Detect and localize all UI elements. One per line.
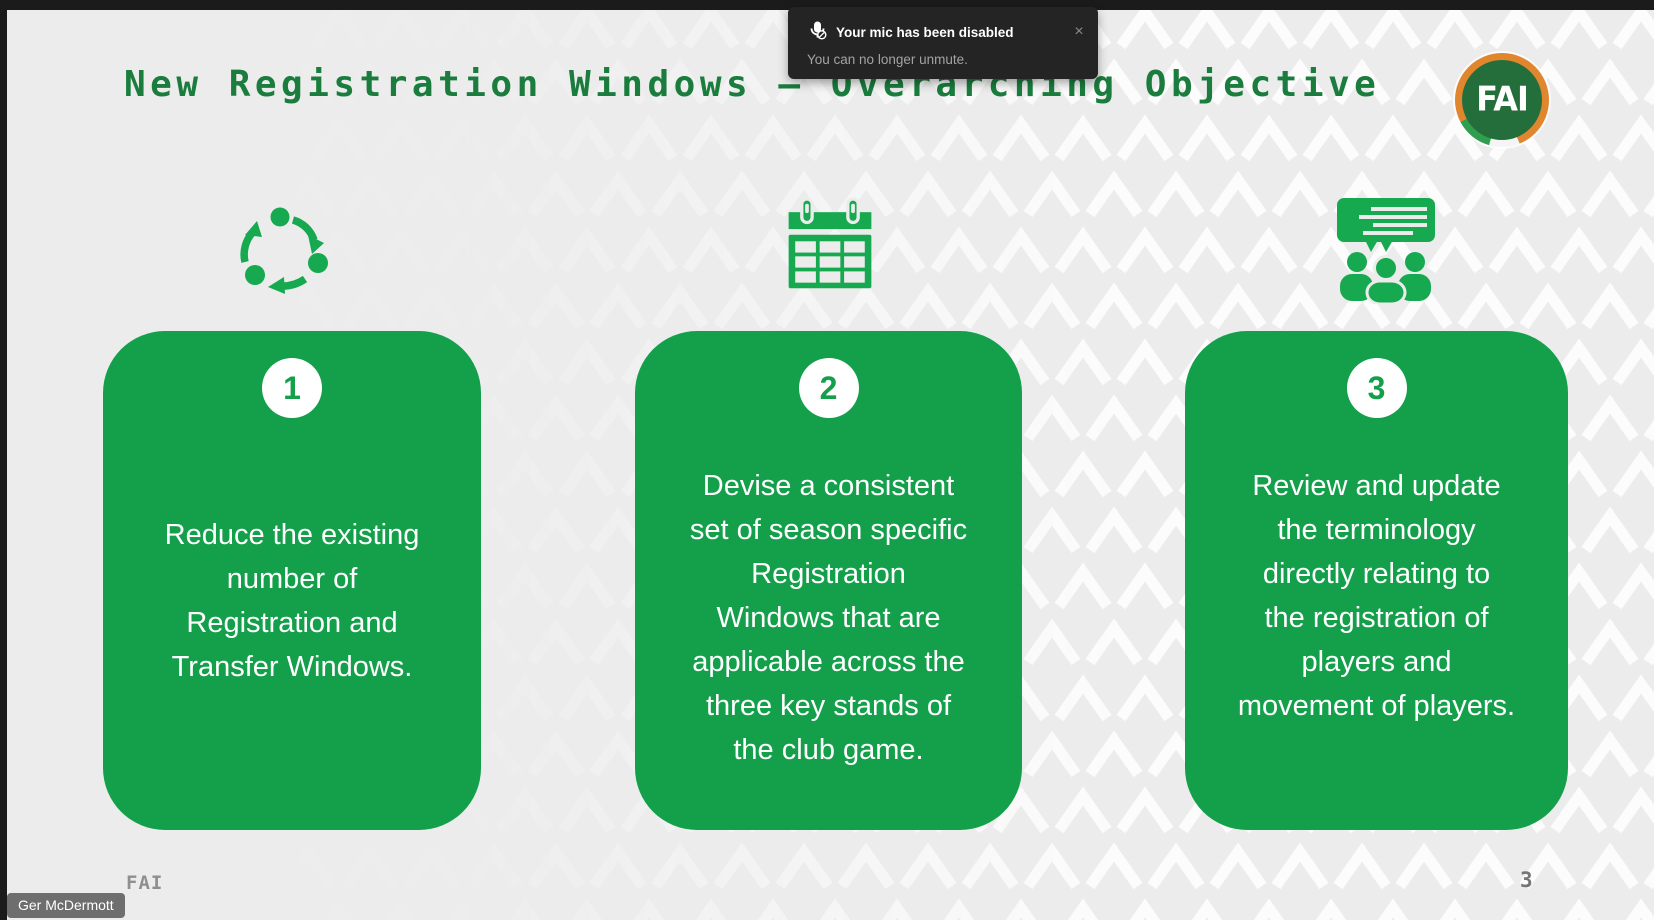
card-number-badge: 3 xyxy=(1346,358,1407,418)
card-number: 1 xyxy=(283,369,301,406)
fai-logo-inner-circle: FAI xyxy=(1462,60,1542,140)
mic-disabled-toast: Your mic has been disabled You can no lo… xyxy=(788,7,1098,79)
fai-logo: FAI xyxy=(1455,53,1549,147)
card-number: 2 xyxy=(819,369,838,406)
card-text: Reduce the existing number of Registrati… xyxy=(164,519,420,683)
card-number-badge: 2 xyxy=(798,358,859,418)
window-top-bar xyxy=(0,0,1654,10)
objective-card-1: 1 Reduce the existing number of Registra… xyxy=(103,331,481,830)
toast-subtitle: You can no longer unmute. xyxy=(807,52,968,67)
card-text: Devise a consistent set of season specif… xyxy=(689,470,968,766)
card-number-badge: 1 xyxy=(262,358,322,418)
card-text: Review and update the terminology direct… xyxy=(1237,470,1516,722)
page-number: 3 xyxy=(1520,868,1533,892)
objective-card-2: 2 Devise a consistent set of season spec… xyxy=(635,331,1022,830)
toast-title: Your mic has been disabled xyxy=(836,25,1014,40)
objective-card-3: 3 Review and update the terminology dire… xyxy=(1185,331,1568,830)
window-left-bar xyxy=(0,0,7,920)
presenter-name-tag: Ger McDermott xyxy=(7,893,125,918)
cycle-icon xyxy=(232,185,344,305)
audience-icon xyxy=(1335,186,1447,309)
calendar-icon xyxy=(783,196,877,301)
close-icon[interactable]: × xyxy=(1070,23,1088,41)
mic-disabled-icon xyxy=(807,20,827,45)
card-number: 3 xyxy=(1367,369,1386,406)
footer-brand: FAI xyxy=(126,872,164,894)
fai-logo-text: FAI xyxy=(1476,79,1529,119)
slide-title: New Registration Windows – Overarching O… xyxy=(124,64,1381,105)
